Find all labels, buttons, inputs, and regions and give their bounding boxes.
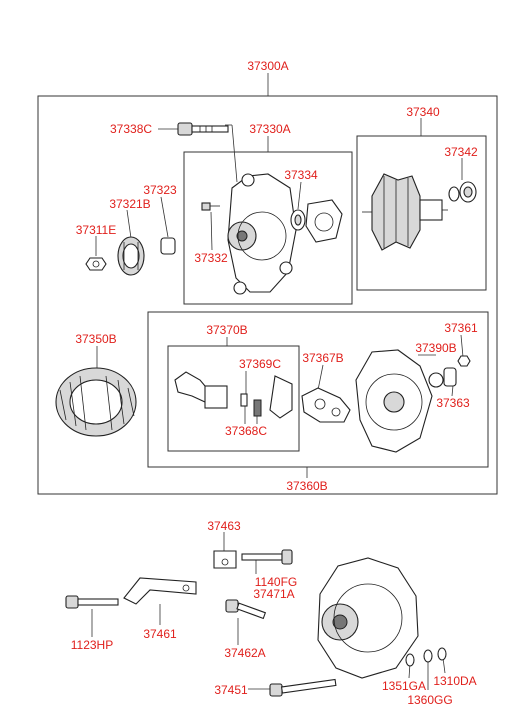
label-37462a: 37462A [224,646,265,660]
rectifier-part [301,387,351,423]
label-37451: 37451 [214,683,248,697]
bolt-1140fg-part [241,549,293,565]
spacer-37323-part [160,237,176,255]
front-bracket-part [227,173,297,295]
spring-37368c-part [253,399,262,417]
stator-part [55,367,137,437]
pulley-37321b-part [117,236,145,276]
brush-holder-frame [167,345,300,452]
label-1123hp: 1123HP [71,638,113,652]
label-1351ga: 1351GA [382,679,426,693]
rotor-part [362,173,448,251]
label-37342: 37342 [444,145,478,159]
cap-37363-part [443,367,457,387]
bolt-37462a-part [225,599,267,620]
label-37350b: 37350B [75,332,116,346]
bearing-37342-part [448,181,477,203]
bearing-37334-part [290,199,343,243]
brace-plate-part [213,550,237,569]
bolt-37451-part [269,678,337,697]
nut-1360gg-part [423,649,433,663]
label-37338c: 37338C [110,122,152,136]
bracket-37461-part [123,577,197,605]
label-37390b: 37390B [415,341,456,355]
assembly-frame [37,95,498,495]
label-1310da: 1310DA [433,674,476,688]
label-37311e: 37311E [76,223,116,237]
label-37321b: 37321B [109,197,150,211]
rear-bracket-part [355,349,444,453]
label-37340: 37340 [406,105,440,119]
label-37369c: 37369C [239,357,281,371]
label-37471a: 37471A [253,587,294,601]
nut-37361-part [457,355,471,367]
rear-assembly-frame [147,311,489,468]
leader-lines [91,73,464,690]
alternator-assembly-part [317,557,419,679]
label-37370b: 37370B [206,323,247,337]
label-1140fg: 1140FG [255,575,297,589]
label-37300a: 37300A [247,59,288,73]
screw-37332-part [201,202,220,211]
label-37367b: 37367B [302,351,343,365]
brush-37369c-part [240,393,248,407]
nut-37311e-part [85,257,107,271]
label-37323: 37323 [143,183,177,197]
label-37360b: 37360B [286,479,327,493]
label-37368c: 37368C [225,424,267,438]
bolt-1123hp-part [65,595,119,609]
label-37363: 37363 [436,396,470,410]
brush-holder-part [174,371,293,419]
label-37461: 37461 [143,627,177,641]
label-1360gg: 1360GG [407,693,452,707]
label-37334: 37334 [284,168,318,182]
rotor-frame [356,135,487,291]
nut-1310da-part [437,647,447,661]
bolt-37338c-part [177,122,229,136]
label-37332: 37332 [194,251,228,265]
label-37330a: 37330A [249,122,290,136]
label-37463: 37463 [207,519,241,533]
washer-1351ga-part [405,653,415,667]
label-37361: 37361 [444,321,478,335]
